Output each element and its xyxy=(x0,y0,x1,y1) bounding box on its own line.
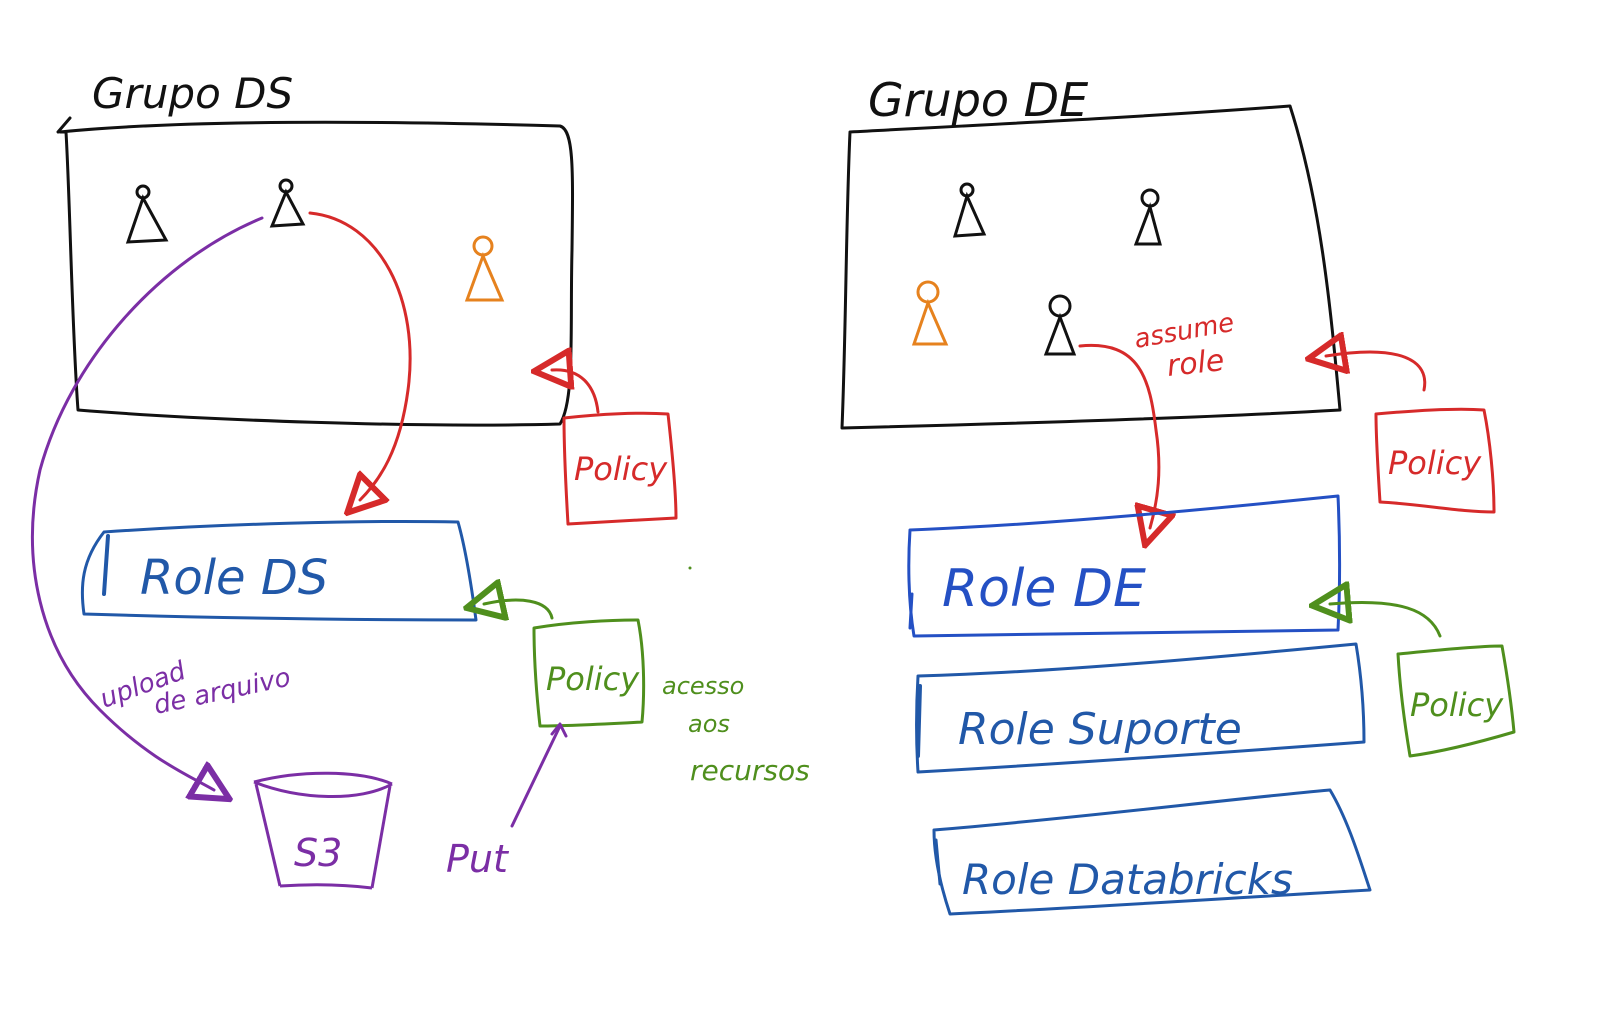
role-suporte-label: Role Suporte xyxy=(958,704,1242,755)
policy-de-role-box xyxy=(1396,644,1516,758)
person-icon xyxy=(1043,294,1077,356)
upload-arrow xyxy=(31,216,264,790)
role-suporte-box-edge xyxy=(916,684,922,758)
policy-ds-role-label: Policy xyxy=(546,660,640,698)
assume-role-label-line2: role xyxy=(1165,343,1226,384)
s3-label: S3 xyxy=(294,831,342,875)
role-de-box xyxy=(907,494,1341,638)
policy-ds-role-arrow xyxy=(484,600,554,618)
policy-de-group-arrow xyxy=(1326,352,1427,392)
bucket-icon xyxy=(253,771,393,890)
acesso-label-line2: aos xyxy=(688,710,730,738)
stray-mark xyxy=(688,566,692,570)
put-arrow xyxy=(510,724,562,828)
group-ds-box-tick xyxy=(56,116,72,134)
assume-arrow-ds xyxy=(308,211,412,500)
group-ds-title: Grupo DS xyxy=(92,69,293,118)
person-icon xyxy=(464,235,505,302)
role-databricks-box xyxy=(932,788,1372,916)
policy-de-role-arrow xyxy=(1330,602,1442,638)
person-icon xyxy=(1133,188,1162,246)
role-suporte-box xyxy=(915,642,1366,774)
role-ds-label: Role DS xyxy=(140,550,328,606)
group-ds-box xyxy=(58,120,575,427)
role-databricks-label: Role Databricks xyxy=(962,855,1293,904)
policy-de-role-label: Policy xyxy=(1410,686,1504,724)
put-label: Put xyxy=(446,837,510,881)
group-de-title: Grupo DE xyxy=(868,73,1088,127)
assume-arrow-de xyxy=(1078,343,1159,528)
role-de-box-edge xyxy=(908,592,914,630)
policy-ds-group-box xyxy=(562,411,678,526)
policy-de-group-box xyxy=(1374,407,1496,514)
put-arrowhead xyxy=(550,722,568,738)
person-icon xyxy=(269,178,306,228)
acesso-label-line3: recursos xyxy=(690,754,810,787)
group-de-box xyxy=(840,104,1342,430)
policy-ds-group-label: Policy xyxy=(574,450,668,488)
person-icon xyxy=(911,280,949,346)
policy-de-group-label: Policy xyxy=(1388,444,1482,482)
policy-ds-group-arrow xyxy=(552,370,600,414)
person-icon xyxy=(125,184,169,244)
policy-ds-role-box xyxy=(532,618,646,728)
role-de-label: Role DE xyxy=(942,559,1146,619)
person-icon xyxy=(952,182,987,238)
role-ds-box-edge xyxy=(102,534,110,596)
acesso-label-line1: acesso xyxy=(662,672,744,700)
role-databricks-box-edge xyxy=(934,838,942,886)
